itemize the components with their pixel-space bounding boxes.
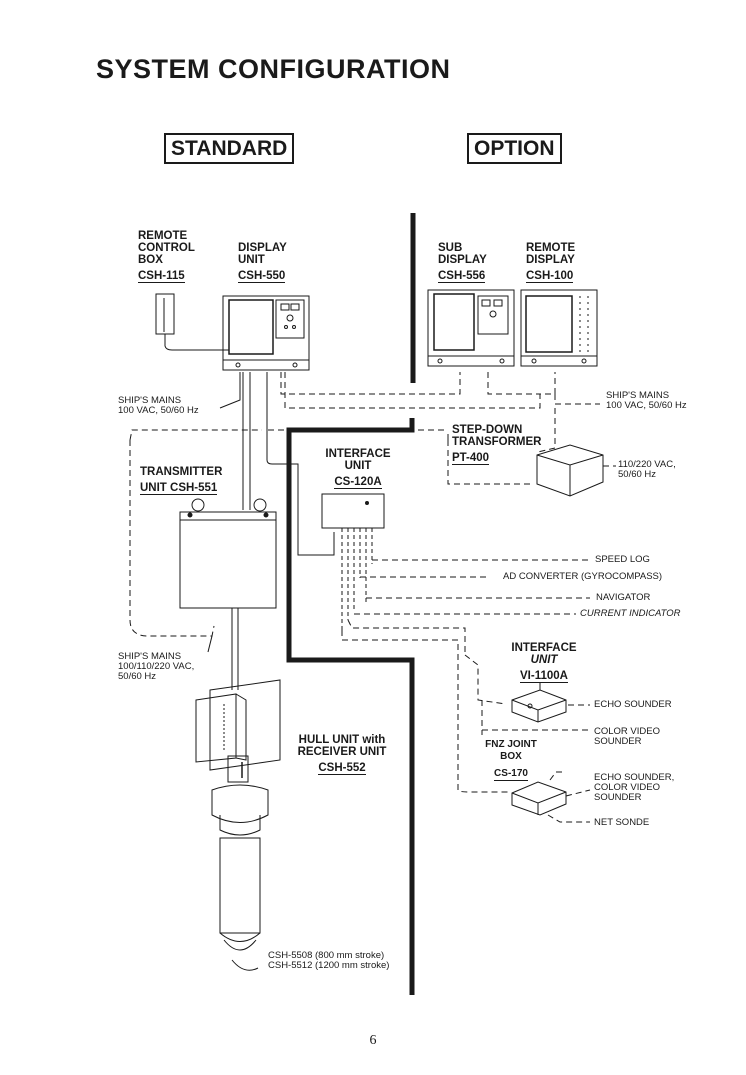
display-unit-label: DISPLAY UNIT CSH-550 xyxy=(238,242,287,284)
mains-option-label: SHIP'S MAINS 100 VAC, 50/60 Hz xyxy=(606,390,687,411)
sub-display-model: CSH-556 xyxy=(438,270,486,283)
speed-log-label: SPEED LOG xyxy=(595,554,650,565)
display-unit-drawing xyxy=(222,295,310,371)
standard-label: STANDARD xyxy=(164,133,295,164)
mains-display-label: SHIP'S MAINS 100 VAC, 50/60 Hz xyxy=(118,395,199,416)
display-unit-name: DISPLAY UNIT xyxy=(238,242,287,266)
vi-echo-sounder-label: ECHO SOUNDER xyxy=(594,699,672,710)
current-indicator-label: CURRENT INDICATOR xyxy=(580,608,681,619)
remote-display-name: REMOTE DISPLAY xyxy=(526,242,576,266)
remote-display-drawing xyxy=(520,289,598,367)
transformer-name: STEP-DOWN TRANSFORMER xyxy=(452,424,542,448)
hull-unit-drawing xyxy=(195,679,281,971)
interface-vi-drawing xyxy=(511,682,590,723)
hull-unit-name: HULL UNIT with RECEIVER UNIT xyxy=(297,734,387,758)
interface-vi-label: INTERFACE UNIT VI-1100A xyxy=(510,642,578,684)
interface-unit-drawing xyxy=(321,493,592,793)
interface-unit-label: INTERFACE UNIT CS-120A xyxy=(318,448,398,490)
divider-lower xyxy=(286,418,415,995)
remote-control-box-label: REMOTE CONTROL BOX CSH-115 xyxy=(138,230,195,284)
stroke-note-1: CSH-5508 (800 mm stroke) xyxy=(268,950,385,961)
step-down-transformer-drawing xyxy=(536,444,616,497)
interface-vi-model: VI-1100A xyxy=(520,670,568,683)
page-number: 6 xyxy=(369,1033,377,1048)
sub-display-label: SUB DISPLAY CSH-556 xyxy=(438,242,487,284)
hull-unit-model: CSH-552 xyxy=(318,762,366,775)
fnz-joint-box-label: FNZ JOINT BOX CS-170 xyxy=(480,739,542,781)
interface-unit-name: INTERFACE UNIT xyxy=(325,448,391,472)
stroke-note-2: CSH-5512 (1200 mm stroke) xyxy=(268,960,390,971)
transmitter-unit-line1: TRANSMITTER xyxy=(140,466,223,478)
remote-control-box-name: REMOTE CONTROL BOX xyxy=(138,230,195,266)
mains-transmitter-label: SHIP'S MAINS 100/110/220 VAC, 50/60 Hz xyxy=(118,651,195,682)
net-sonde-label: NET SONDE xyxy=(594,817,650,828)
transformer-input-label: 110/220 VAC, 50/60 Hz xyxy=(618,459,676,480)
page-title: SYSTEM CONFIGURATION xyxy=(96,54,451,84)
transmitter-unit-drawing xyxy=(179,498,277,690)
transmitter-unit-label: TRANSMITTER UNIT CSH-551 xyxy=(140,466,222,496)
sub-display-name: SUB DISPLAY xyxy=(438,242,487,266)
navigator-label: NAVIGATOR xyxy=(596,592,651,603)
hull-unit-label: HULL UNIT with RECEIVER UNIT CSH-552 xyxy=(292,734,392,776)
fnz-joint-box-model: CS-170 xyxy=(494,768,528,781)
transformer-label: STEP-DOWN TRANSFORMER PT-400 xyxy=(452,424,541,466)
option-label: OPTION xyxy=(467,133,562,164)
ad-converter-label: AD CONVERTER (GYROCOMPASS) xyxy=(503,571,663,582)
sub-display-drawing xyxy=(427,289,515,367)
fnz-joint-box-drawing xyxy=(511,771,591,823)
interface-vi-line1: INTERFACE xyxy=(511,642,577,654)
vi-color-video-label: COLOR VIDEO SOUNDER xyxy=(594,726,660,747)
transmitter-unit-line2: UNIT CSH-551 xyxy=(140,482,218,495)
remote-control-box-model: CSH-115 xyxy=(138,270,185,283)
fnz-joint-box-name: FNZ JOINT BOX xyxy=(485,739,537,762)
remote-display-model: CSH-100 xyxy=(526,270,574,283)
transformer-model: PT-400 xyxy=(452,452,490,465)
display-unit-model: CSH-550 xyxy=(238,270,286,283)
remote-control-box-drawing xyxy=(155,293,229,351)
interface-vi-line2: UNIT xyxy=(530,654,558,666)
interface-unit-model: CS-120A xyxy=(334,476,382,489)
remote-display-label: REMOTE DISPLAY CSH-100 xyxy=(526,242,575,284)
fnz-echo-color-label: ECHO SOUNDER, COLOR VIDEO SOUNDER xyxy=(594,772,675,803)
